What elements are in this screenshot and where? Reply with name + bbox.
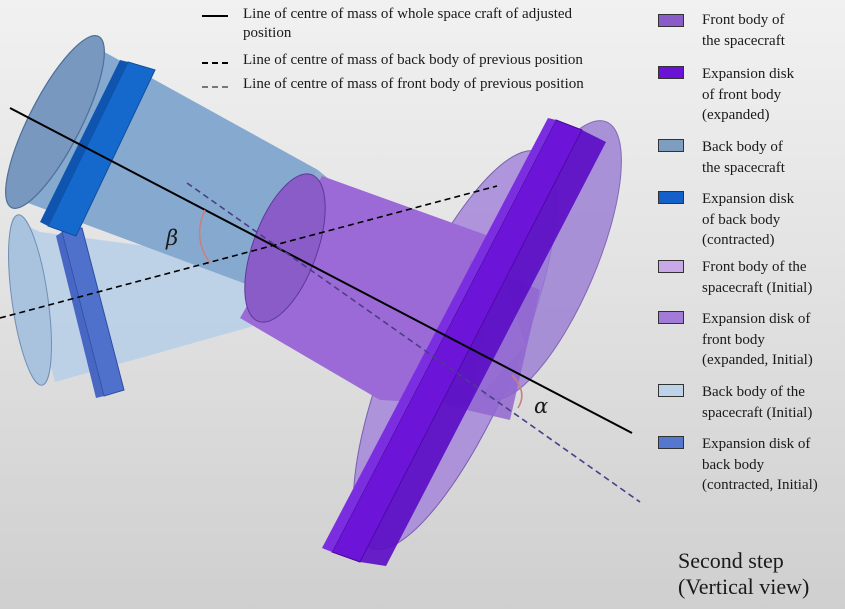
alpha-label: α xyxy=(534,394,549,418)
caption: Second step (Vertical view) xyxy=(678,548,810,599)
com-line-whole-adjusted xyxy=(9,107,633,434)
key-swatch-front-body xyxy=(658,14,684,27)
key-swatch-front-disk-initial xyxy=(658,311,684,324)
key-swatch-back-body-initial xyxy=(658,384,684,397)
legend-dashed-line-icon xyxy=(202,62,228,64)
beta-arc xyxy=(198,209,211,264)
legend-grey-dashed-line-icon xyxy=(202,86,228,88)
legend-solid-line-icon xyxy=(202,15,228,17)
legend-item-back-previous: Line of centre of mass of back body of p… xyxy=(243,52,583,68)
beta-label: β xyxy=(166,226,179,250)
key-swatch-back-disk xyxy=(658,191,684,204)
alpha-arc xyxy=(511,374,523,409)
com-line-front-previous xyxy=(186,182,641,503)
legend-item-whole-adjusted: Line of centre of mass of whole space cr… xyxy=(243,6,573,41)
key-swatch-front-disk xyxy=(658,66,684,79)
back-expansion-disk xyxy=(40,60,156,237)
key-swatch-front-body-initial xyxy=(658,260,684,273)
com-line-back-previous xyxy=(0,185,498,319)
key-swatch-back-disk-initial xyxy=(658,436,684,449)
key-swatch-back-body xyxy=(658,139,684,152)
legend-item-front-previous: Line of centre of mass of front body of … xyxy=(243,76,584,92)
